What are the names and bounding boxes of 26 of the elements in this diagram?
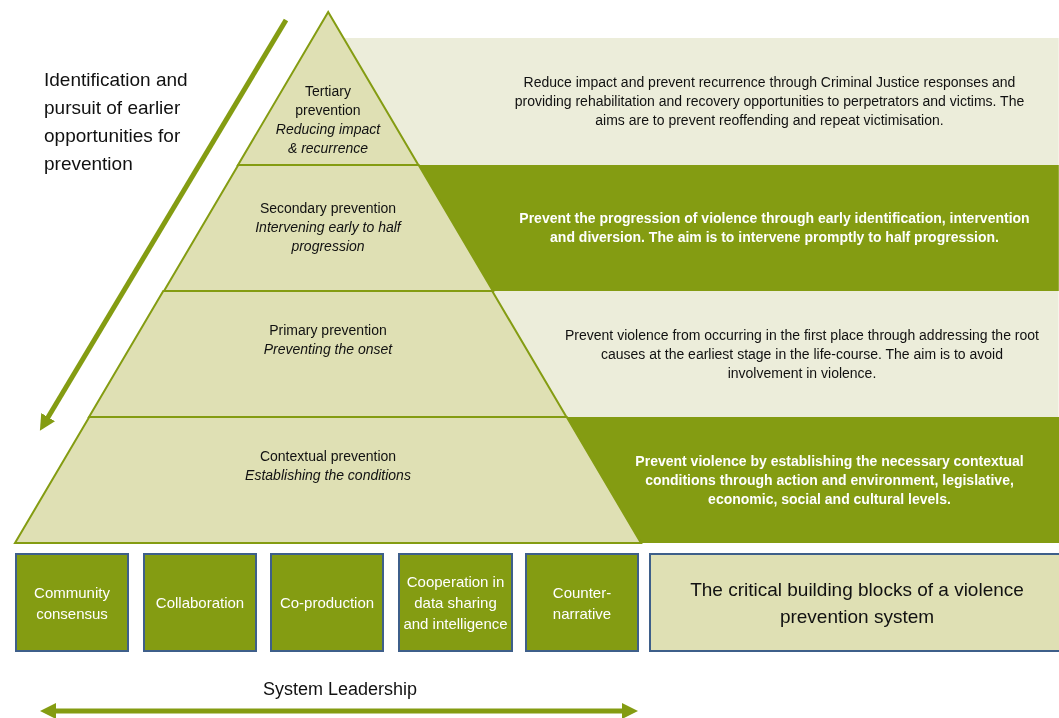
side-label: Identification and pursuit of earlier opportunities for prevention [44,68,189,176]
description-text: Reduce impact and prevent recurrence through Criminal Justice responses and providing rehabilitation and recovery opportunities to perpetrators and victims. The aims are to prevent reoffending and repeat victimisation. [513,73,1026,130]
building-block-box: Counter-narrative [525,553,639,652]
description-text: Prevent violence by establishing the necessary contextual conditions through action and environment, legislative, economic, social and cultural levels. [634,451,1025,509]
description-band [566,417,1059,543]
pyramid-layer [89,291,567,417]
pyramid-layer [237,12,419,165]
axis-label: System Leadership [261,678,419,701]
layer-title: Tertiary prevention [294,82,362,120]
description-text: Prevent the progression of violence through early identification, intervention and diversion. The aim is to intervene promptly to half progression. [518,209,1031,247]
layer-subtitle: Reducing impact & recurrence [274,120,382,158]
description-band [418,165,1059,291]
layer-title: Primary prevention [268,321,388,340]
building-block-box: Cooperation in data sharing and intelligence [398,553,513,652]
layer-subtitle: Establishing the conditions [244,466,412,485]
building-block-box: Community consensus [15,553,129,652]
pyramid-layer [163,165,493,291]
layer-subtitle: Intervening early to half progression [254,218,403,256]
building-block-box: Collaboration [143,553,257,652]
summary-box: The critical building blocks of a violence prevention system [649,553,1059,652]
layer-subtitle: Preventing the onset [262,340,394,359]
building-block-box: Co-production [270,553,384,652]
layer-title: Secondary prevention [258,199,398,218]
layer-title: Contextual prevention [258,447,398,466]
description-text: Prevent violence from occurring in the first place through addressing the root causes at the earliest stage in the life-course. The aim is to avoid involvement in violence. [565,325,1039,383]
description-band [492,291,1059,417]
